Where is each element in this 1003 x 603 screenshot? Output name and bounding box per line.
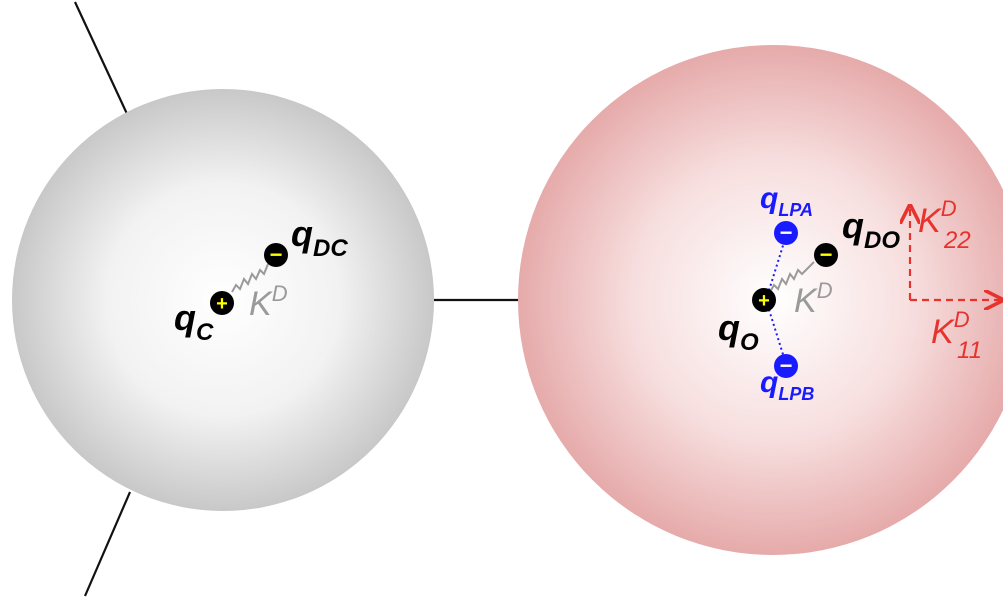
carbon-drude-spring <box>231 263 269 293</box>
label-qlpb: qLPB <box>760 366 814 404</box>
lone-pair-a-particle: − <box>774 220 798 245</box>
oxygen-drude-sign: − <box>820 242 833 267</box>
label-qdo: qDO <box>842 205 900 254</box>
label-k11-sub: 11 <box>957 337 982 364</box>
label-k22-sub: 22 <box>943 227 971 254</box>
oxygen-core-charge: + <box>752 288 776 312</box>
carbon-core-sign: + <box>216 293 228 315</box>
label-kd-oxygen: KD <box>794 278 833 320</box>
oxygen-core-sign: + <box>758 290 770 312</box>
label-kd-carbon: KD <box>249 281 288 323</box>
bond-top-left <box>74 1 129 117</box>
label-k11: KD <box>931 307 970 351</box>
label-qo: qO <box>718 307 759 356</box>
oxygen-drude-spring <box>769 261 815 293</box>
bond-bottom-left <box>83 491 132 597</box>
carbon-drude-sign: − <box>270 242 283 267</box>
label-k22: KD <box>918 196 957 240</box>
carbon-core-charge: + <box>210 291 234 315</box>
lone-pair-b-particle: − <box>774 353 798 378</box>
label-qc: qC <box>174 297 214 346</box>
lone-pair-b-sign: − <box>780 353 793 378</box>
lone-pair-a-sign: − <box>780 220 793 245</box>
label-qdc: qDC <box>291 213 348 262</box>
carbon-drude-particle: − <box>264 242 288 267</box>
oxygen-drude-particle: − <box>814 242 838 267</box>
label-qlpa: qLPA <box>760 182 813 220</box>
